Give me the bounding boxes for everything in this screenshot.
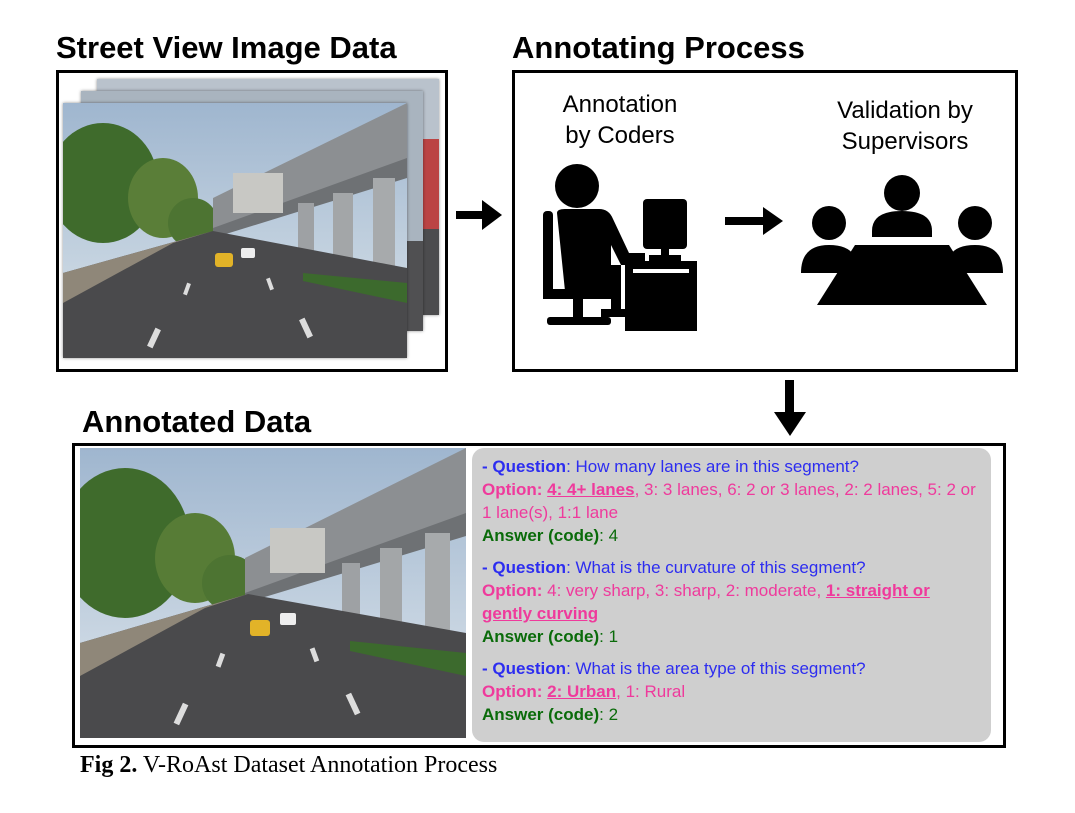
question-line: - Question: What is the curvature of thi… — [482, 556, 983, 579]
validation-label-line2: Supervisors — [841, 128, 969, 155]
option-prefix: Option: — [482, 480, 548, 499]
annotating-process-box: Annotation by Coders Validation by Super… — [512, 70, 1018, 372]
street-view-image-stack — [56, 70, 448, 372]
supervisors-meeting-icon — [801, 175, 1003, 305]
street-photo-front — [63, 103, 407, 358]
qa-panel: - Question: How many lanes are in this s… — [472, 448, 991, 742]
option-rest: , 1: Rural — [616, 682, 686, 701]
coders-label-line1: Annotation — [562, 91, 678, 118]
down-arrow-icon — [774, 380, 806, 436]
caption-text: V-RoAst Dataset Annotation Process — [137, 752, 498, 778]
figure-caption: Fig 2. V-RoAst Dataset Annotation Proces… — [80, 752, 497, 779]
answer-line: Answer (code): 4 — [482, 524, 983, 547]
answer-prefix: Answer (code) — [482, 526, 600, 545]
answer-line: Answer (code): 1 — [482, 625, 983, 648]
question-line: - Question: How many lanes are in this s… — [482, 455, 983, 478]
answer-prefix: Answer (code) — [482, 627, 600, 646]
validation-label: Validation by Supervisors — [805, 95, 1005, 157]
option-prefix: Option: — [482, 581, 548, 600]
validation-label-line1: Validation by — [837, 97, 973, 124]
caption-label: Fig 2. — [80, 752, 138, 778]
selected-option: 4: 4+ lanes — [547, 480, 635, 499]
option-rest: , 3: 3 lanes, 6: 2 or 3 lanes, 2: 2 lane… — [482, 480, 976, 522]
annotated-data-title: Annotated Data — [82, 404, 312, 439]
answer-prefix: Answer (code) — [482, 705, 600, 724]
annotating-process-title: Annotating Process — [512, 30, 805, 65]
selected-option: 1: straight or gently curving — [482, 581, 930, 623]
coders-label-line2: by Coders — [565, 122, 675, 149]
question-line: - Question: What is the area type of thi… — [482, 657, 983, 680]
right-arrow-icon — [725, 207, 783, 235]
question-text: : What is the curvature of this segment? — [566, 558, 866, 577]
coders-label: Annotation by Coders — [525, 89, 715, 151]
option-line: Option: 2: Urban, 1: Rural — [482, 680, 983, 703]
selected-option: 2: Urban — [547, 682, 617, 701]
answer-line: Answer (code): 2 — [482, 703, 983, 726]
qa-block-curvature: - Question: What is the curvature of thi… — [482, 556, 983, 648]
question-prefix: - Question — [482, 457, 567, 476]
qa-block-area-type: - Question: What is the area type of thi… — [482, 657, 983, 726]
coder-at-desk-icon — [543, 164, 697, 331]
answer-value: : 2 — [599, 705, 619, 724]
street-view-title: Street View Image Data — [56, 30, 397, 65]
question-prefix: - Question — [482, 659, 567, 678]
option-line: Option: 4: 4+ lanes, 3: 3 lanes, 6: 2 or… — [482, 478, 983, 524]
annotated-street-photo — [80, 448, 466, 738]
answer-value: : 4 — [599, 526, 619, 545]
street-photo-icon — [63, 103, 407, 358]
option-line: Option: 4: very sharp, 3: sharp, 2: mode… — [482, 579, 983, 625]
option-before: 4: very sharp, 3: sharp, 2: moderate, — [547, 581, 826, 600]
question-text: : How many lanes are in this segment? — [566, 457, 859, 476]
question-text: : What is the area type of this segment? — [566, 659, 866, 678]
option-prefix: Option: — [482, 682, 548, 701]
answer-value: : 1 — [599, 627, 619, 646]
question-prefix: - Question — [482, 558, 567, 577]
right-arrow-icon — [456, 200, 502, 230]
qa-block-lanes: - Question: How many lanes are in this s… — [482, 455, 983, 547]
